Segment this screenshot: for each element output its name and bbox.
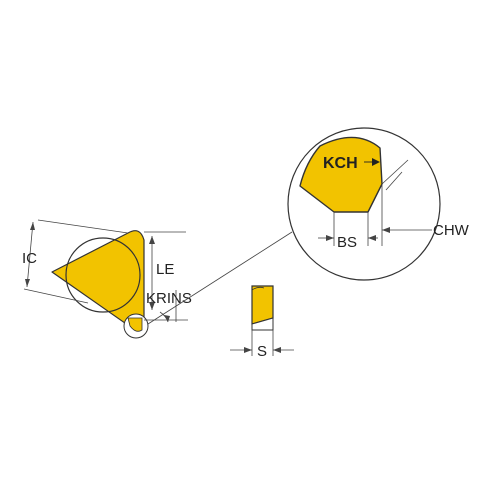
insert-side-view	[251, 285, 274, 356]
le-label: LE	[156, 261, 174, 278]
le-dimension: LE	[144, 231, 186, 310]
krins-label: KRINS	[146, 290, 192, 307]
detail-insert-fill	[299, 136, 383, 213]
corner-detail-view	[287, 127, 441, 281]
kch-callout: KCH	[323, 155, 380, 172]
chw-label: CHW	[433, 222, 470, 239]
side-view-fill	[251, 285, 274, 325]
ic-dimension: IC	[22, 219, 129, 304]
s-dimension: S	[230, 343, 294, 360]
chw-dimension: CHW	[382, 222, 470, 239]
ic-label: IC	[22, 250, 37, 267]
krins-angle: KRINS	[144, 290, 192, 323]
corner-detail-fill	[127, 317, 143, 332]
kch-label: KCH	[323, 155, 358, 172]
inscribed-circle	[65, 237, 141, 313]
detail-leader-line	[147, 231, 293, 325]
s-label: S	[257, 343, 267, 360]
bs-label: BS	[337, 234, 357, 251]
bs-dimension: BS	[318, 234, 378, 251]
insert-top-view	[51, 230, 149, 339]
